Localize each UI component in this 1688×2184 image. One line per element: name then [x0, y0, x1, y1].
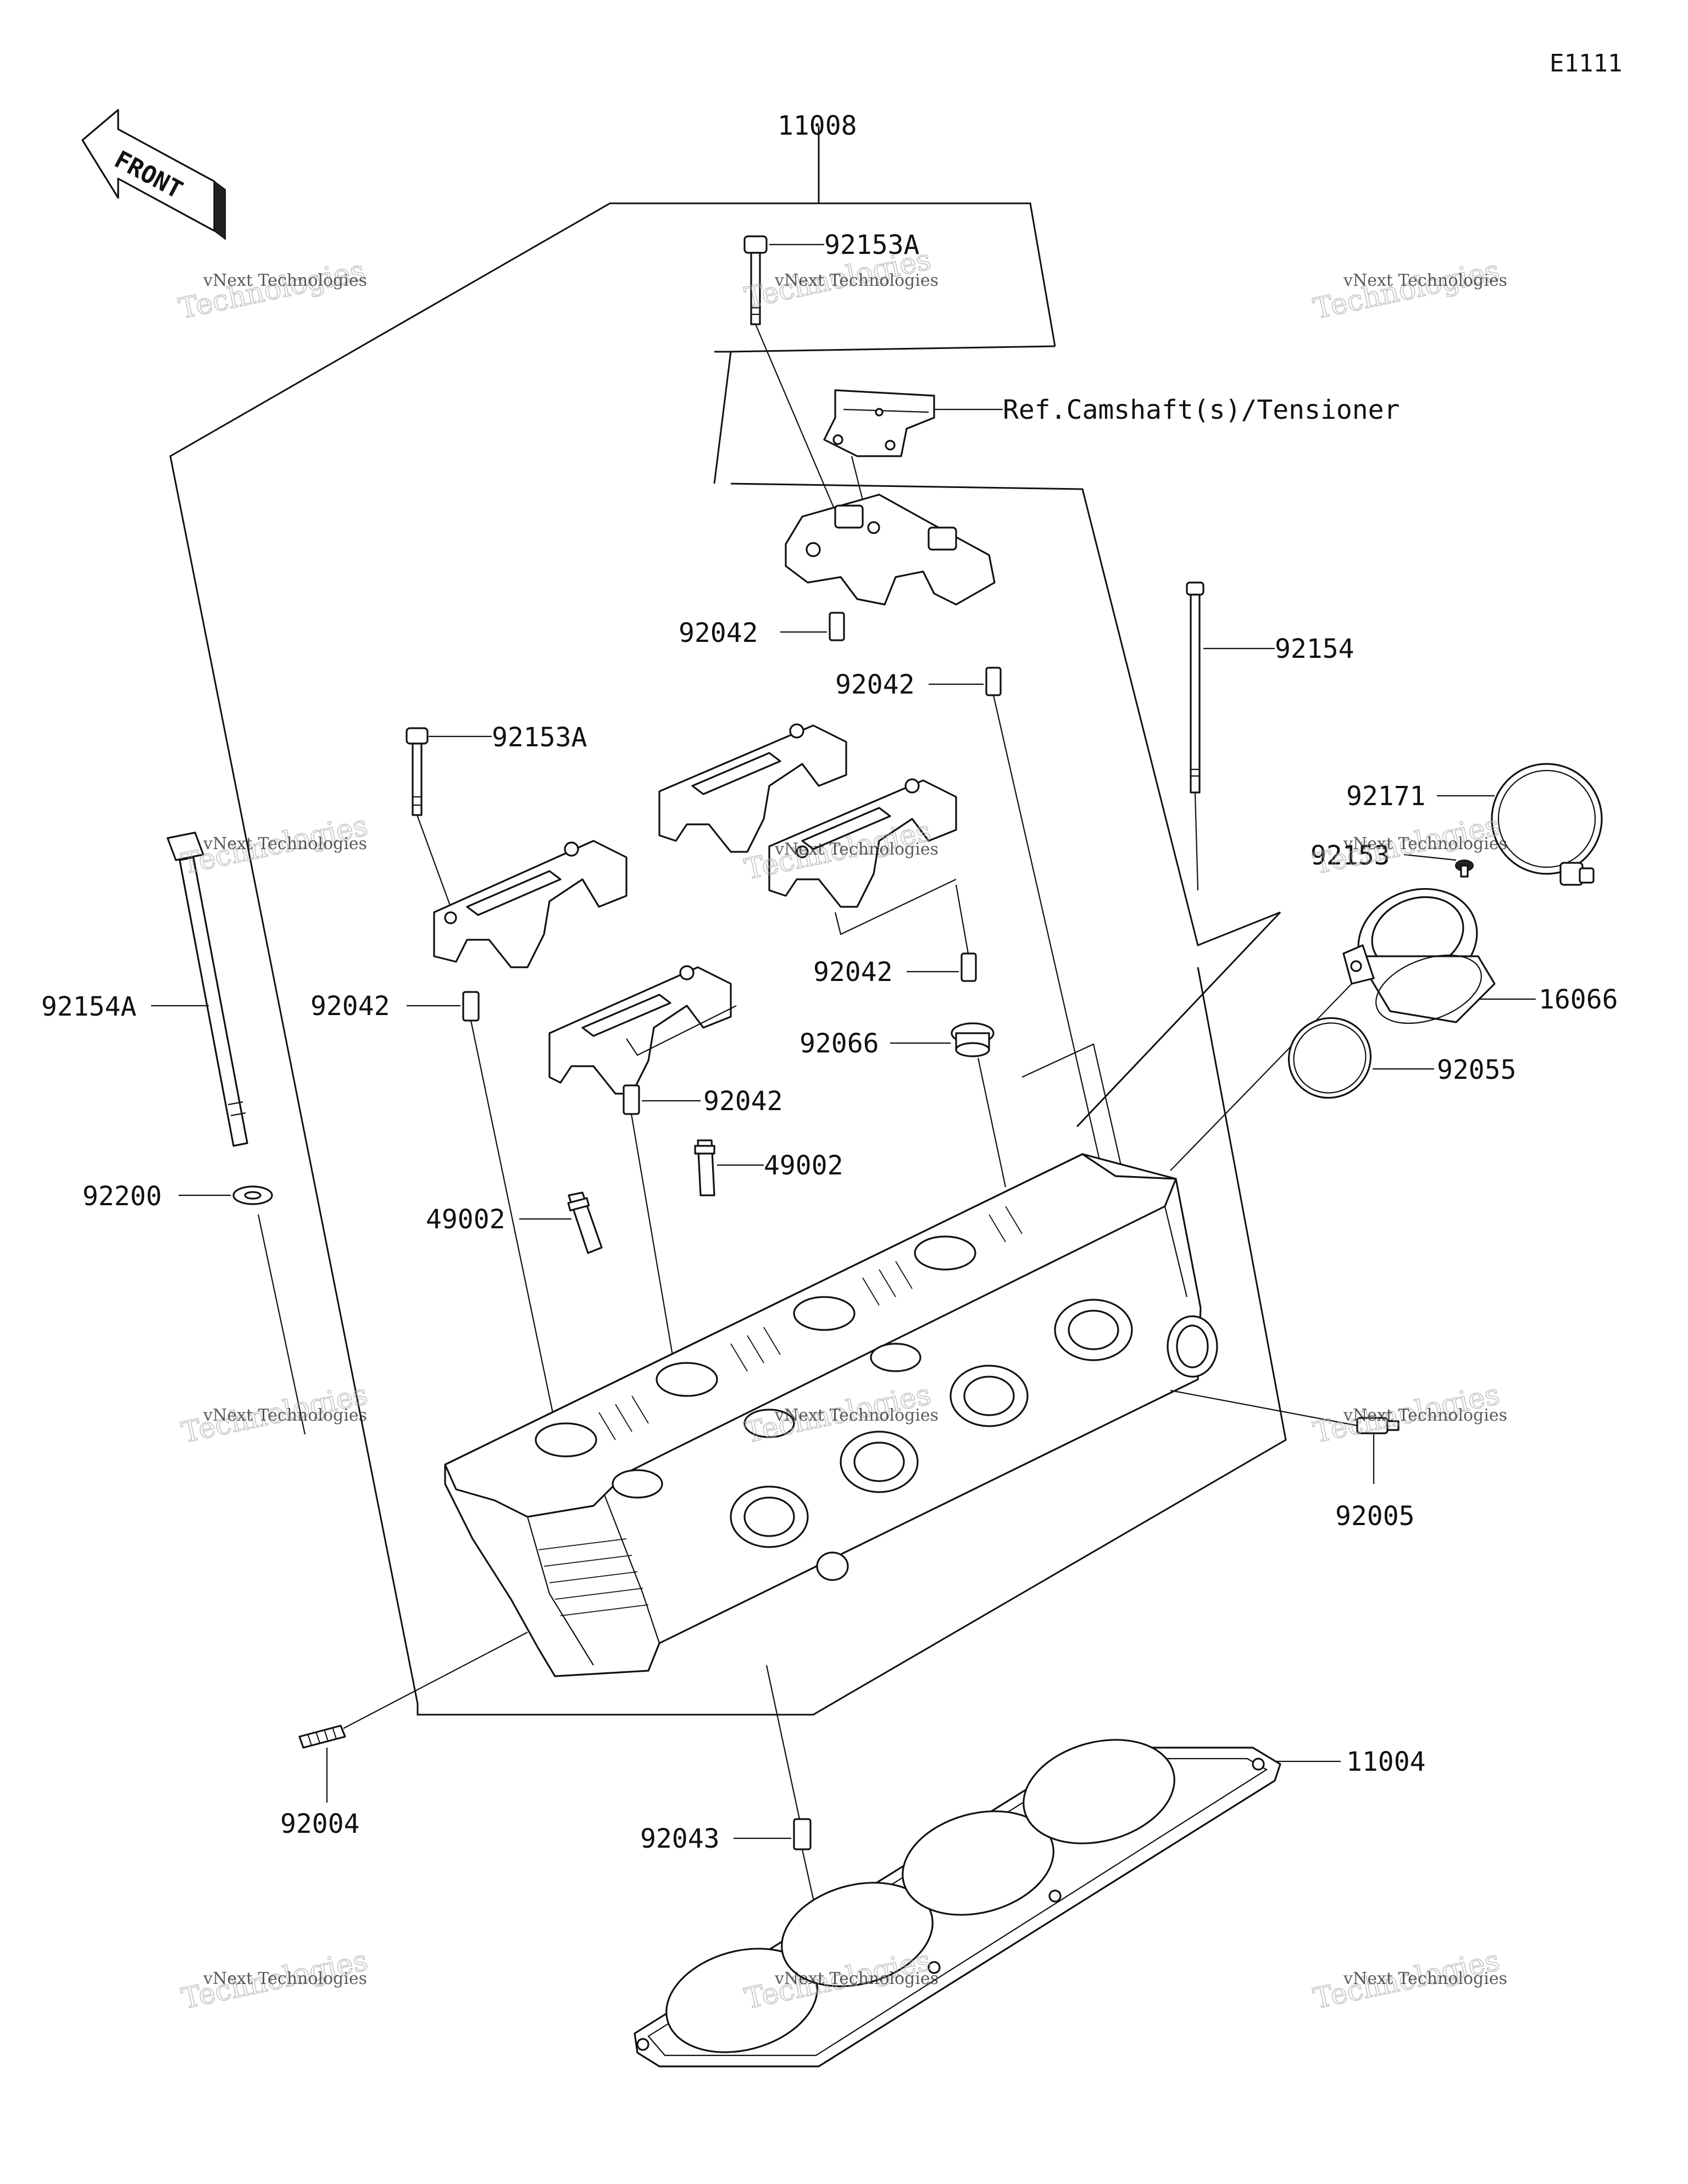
- callout-92042-c: 92042: [813, 957, 893, 988]
- cam-cap-3: [548, 965, 732, 1095]
- watermark-10: Technologies vNext Technologies: [178, 1944, 371, 2016]
- dowel-92042-c: [955, 884, 977, 982]
- o-ring-92055: [1287, 1017, 1372, 1099]
- svg-text:vNext Technologies: vNext Technologies: [774, 1969, 939, 1988]
- callout-92042-a: 92042: [679, 618, 758, 648]
- cam-cap-1: [433, 840, 628, 968]
- callout-92153a-mid: 92153A: [492, 722, 587, 753]
- svg-text:vNext Technologies: vNext Technologies: [203, 271, 367, 290]
- callout-92043: 92043: [640, 1823, 720, 1854]
- callout-49002-a: 49002: [764, 1150, 843, 1181]
- callout-92004: 92004: [280, 1809, 360, 1839]
- watermark-7: Technologies vNext Technologies: [178, 1378, 371, 1450]
- callout-92154: 92154: [1275, 634, 1354, 664]
- callout-92066: 92066: [799, 1028, 879, 1059]
- watermark-9: Technologies vNext Technologies: [1310, 1378, 1507, 1450]
- callout-92055: 92055: [1437, 1055, 1517, 1085]
- callout-92042-b: 92042: [835, 669, 915, 700]
- screw-92153: [1455, 860, 1474, 878]
- watermark-1: Technologies vNext Technologies: [175, 254, 368, 326]
- callout-16066: 16066: [1539, 984, 1618, 1015]
- callout-92153: 92153: [1311, 840, 1390, 871]
- svg-text:vNext Technologies: vNext Technologies: [774, 1406, 939, 1425]
- callout-92200: 92200: [82, 1181, 162, 1212]
- svg-text:vNext Technologies: vNext Technologies: [203, 1969, 367, 1988]
- dowel-92042-a: [829, 612, 845, 641]
- dowel-92042-b: [985, 667, 1106, 1182]
- svg-text:vNext Technologies: vNext Technologies: [1343, 271, 1507, 290]
- callout-11004: 11004: [1346, 1747, 1426, 1777]
- bolt-92154a: [166, 832, 248, 1147]
- cam-cap-4: [768, 778, 957, 908]
- bolt-92153a-top: [743, 235, 836, 512]
- cam-cap-center: [785, 494, 996, 606]
- washer-92200: [232, 1185, 306, 1435]
- assembly-outline: [169, 126, 1287, 1716]
- watermark-4: Technologies vNext Technologies: [178, 809, 371, 882]
- callout-92171: 92171: [1346, 781, 1426, 812]
- callout-92005: 92005: [1335, 1501, 1415, 1532]
- callout-49002-b: 49002: [426, 1204, 506, 1235]
- svg-text:vNext Technologies: vNext Technologies: [203, 1406, 367, 1425]
- callout-92153a-top: 92153A: [824, 230, 919, 260]
- cam-cap-2: [658, 723, 847, 853]
- bolt-92153a-mid: [406, 727, 452, 907]
- svg-text:vNext Technologies: vNext Technologies: [774, 271, 939, 290]
- gasket-11004: [634, 1739, 1281, 2067]
- callout-92154a: 92154A: [41, 991, 136, 1022]
- dowel-92043: [765, 1665, 820, 1924]
- svg-text:vNext Technologies: vNext Technologies: [774, 840, 939, 859]
- watermark-3: Technologies vNext Technologies: [1310, 254, 1507, 326]
- front-arrow-icon: FRONT: [81, 109, 226, 240]
- dowel-92042-d: [462, 991, 556, 1424]
- watermark-12: Technologies vNext Technologies: [1310, 1944, 1507, 2016]
- callout-92042-e: 92042: [703, 1086, 783, 1117]
- reference-note: Ref.Camshaft(s)/Tensioner: [1003, 395, 1400, 425]
- plug-92066: [951, 1022, 1007, 1188]
- stud-92004: [298, 1632, 528, 1803]
- diagram-code: E1111: [1550, 49, 1622, 77]
- clamp-92171: [1491, 763, 1603, 886]
- svg-text:vNext Technologies: vNext Technologies: [203, 834, 367, 853]
- svg-text:vNext Technologies: vNext Technologies: [1343, 834, 1507, 853]
- holder-16066: [1170, 888, 1496, 1171]
- valve-guide-49002-b: [567, 1191, 603, 1254]
- valve-guide-49002-a: [694, 1139, 715, 1196]
- cylinder-head: [444, 1153, 1218, 1677]
- tensioner-bracket: [823, 389, 935, 501]
- watermark-6: Technologies vNext Technologies: [1310, 809, 1507, 882]
- svg-text:vNext Technologies: vNext Technologies: [1343, 1406, 1507, 1425]
- fitting-92005: [1170, 1389, 1400, 1484]
- callout-11008: 11008: [778, 110, 857, 141]
- callout-92042-d: 92042: [310, 991, 390, 1022]
- bolt-92154: [1186, 581, 1204, 891]
- svg-text:vNext Technologies: vNext Technologies: [1343, 1969, 1507, 1988]
